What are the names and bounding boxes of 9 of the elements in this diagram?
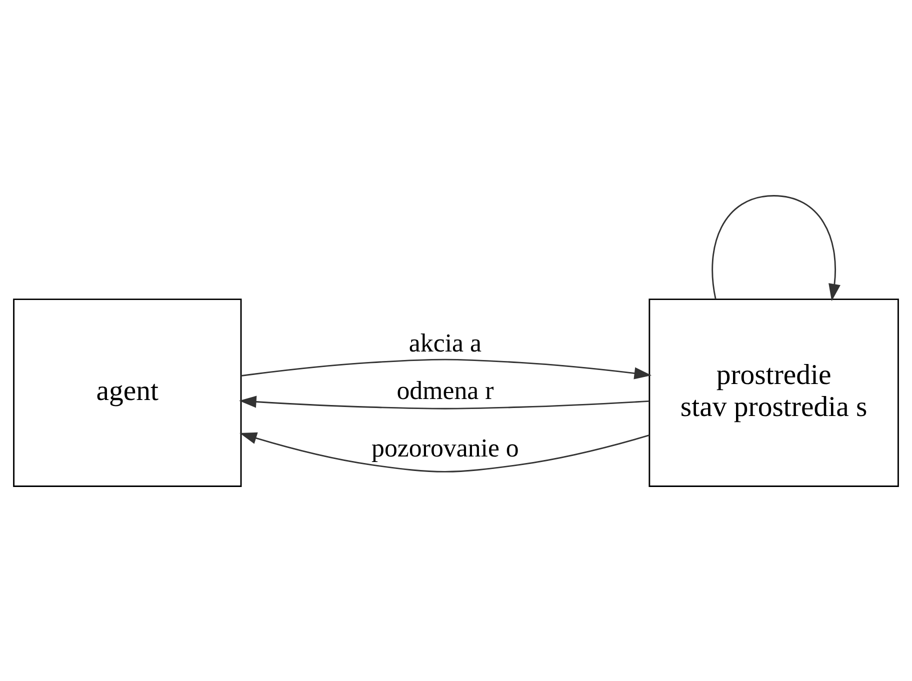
node-box: prostredie stav prostredia s: [648, 298, 899, 486]
arrow: [712, 194, 840, 301]
arrow: [240, 358, 652, 379]
arrow: [240, 432, 650, 472]
edge-label: odmena r: [396, 376, 494, 405]
arrow: [239, 395, 650, 409]
node-box: agent: [13, 298, 242, 486]
edge-label: pozorovanie o: [372, 433, 519, 462]
edge-label: akcia a: [408, 328, 482, 358]
